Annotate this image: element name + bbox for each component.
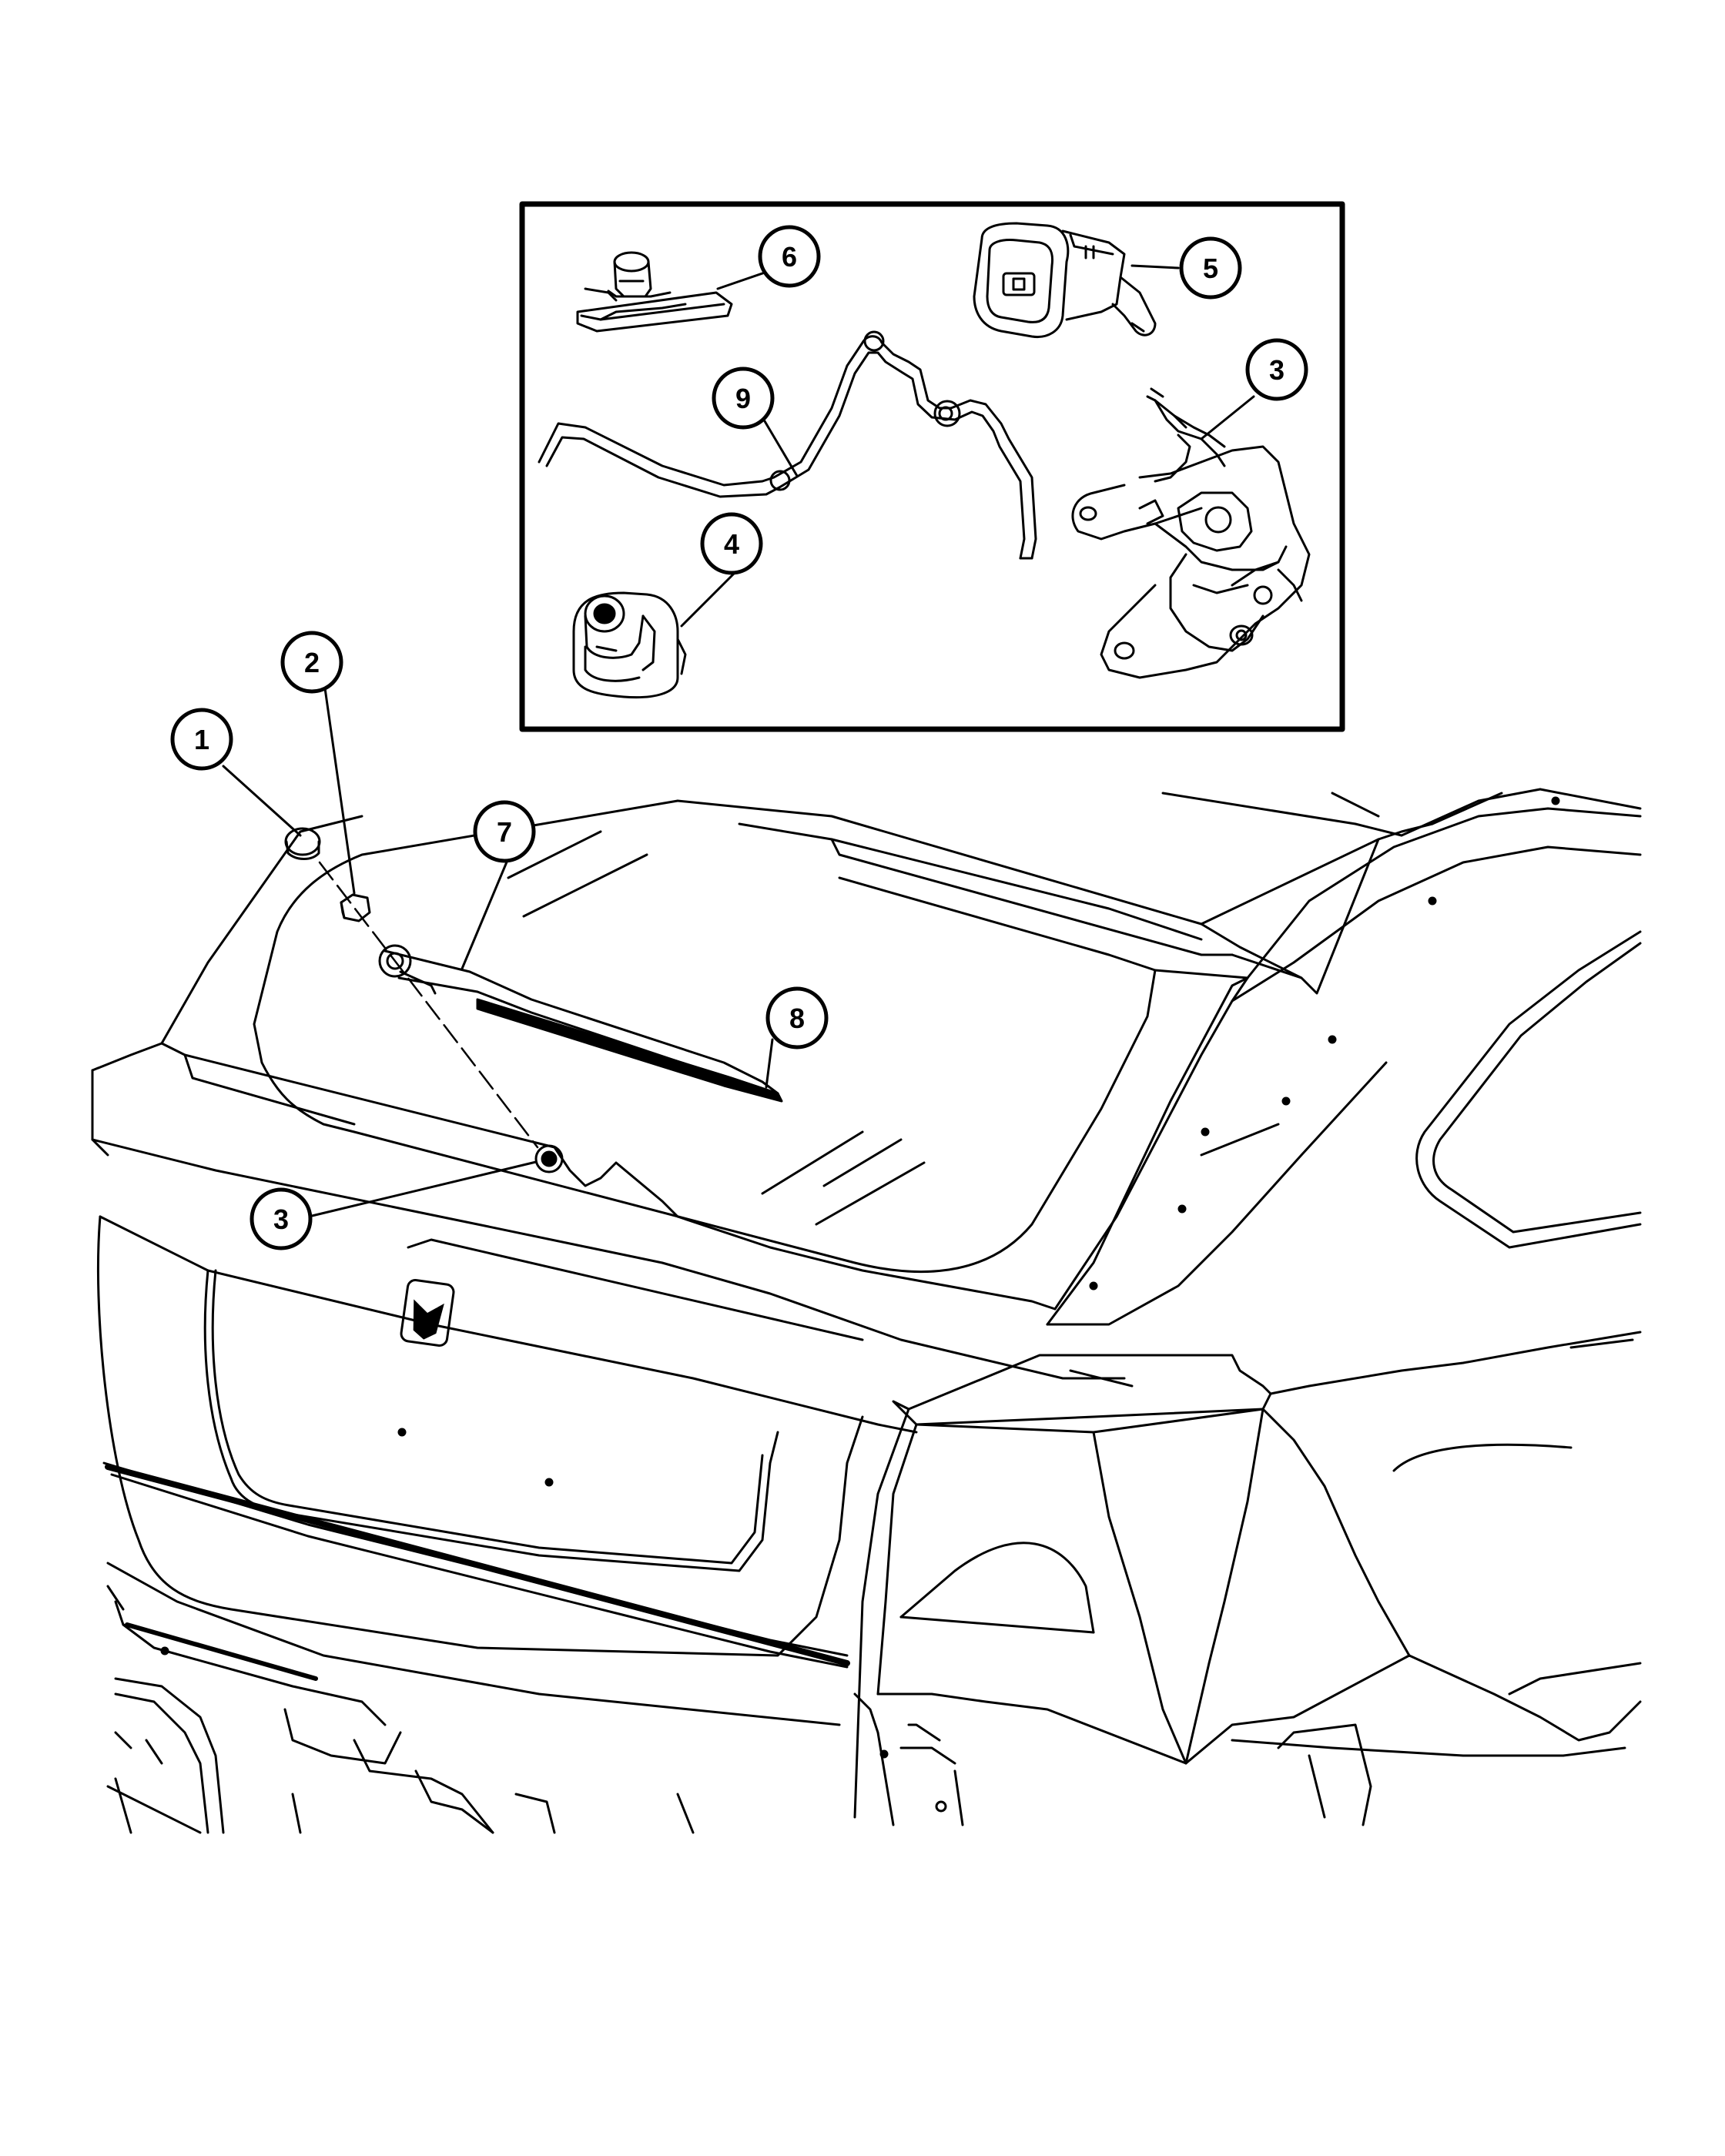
callout-label: 1: [194, 724, 209, 755]
inset-panel: [519, 201, 1345, 732]
callout-main-1: 1: [170, 708, 233, 771]
license-plate-recess: [96, 1215, 864, 1657]
washer-hose-part: [538, 330, 1037, 560]
callout-label: 7: [497, 816, 512, 848]
grommet-part: [572, 591, 687, 699]
callout-label: 8: [789, 1003, 805, 1034]
callouts: 6 5 3 9 4 1 2 7: [170, 225, 1308, 1250]
tail-lamp: [853, 1354, 1272, 1826]
callout-label: 5: [1203, 253, 1218, 284]
callout-inset-9: 9: [712, 367, 775, 430]
callout-label: 6: [782, 241, 797, 273]
callout-inset-6: 6: [758, 225, 821, 288]
leader-lines: [222, 263, 1255, 1218]
callout-label: 2: [304, 647, 320, 678]
callout-inset-5: 5: [1179, 236, 1242, 300]
washer-nozzle-part: [973, 222, 1157, 339]
callout-inset-3: 3: [1245, 338, 1308, 401]
callout-main-2: 2: [280, 631, 343, 694]
wiper-motor-part: [1071, 387, 1311, 679]
callout-main-8: 8: [765, 986, 829, 1050]
callout-label: 9: [735, 383, 751, 414]
callout-label: 3: [273, 1204, 289, 1235]
callout-main-7: 7: [473, 800, 536, 863]
callout-inset-4: 4: [700, 512, 763, 575]
ram-badge: [400, 1279, 455, 1347]
rear-glass: [253, 799, 1157, 1274]
inset-border: [519, 201, 1345, 732]
side-window: [1415, 930, 1642, 1249]
wiper-arm-assembly: [284, 827, 783, 1173]
arm-cap: [284, 827, 321, 856]
callout-main-3: 3: [250, 1187, 313, 1250]
motor-grommet: [534, 1144, 564, 1173]
arm-nut: [340, 893, 371, 922]
nut-clip-part: [576, 251, 733, 333]
callout-label: 3: [1269, 354, 1285, 386]
callout-label: 4: [724, 528, 739, 560]
vehicle-rear-drawing: [91, 788, 1642, 1834]
